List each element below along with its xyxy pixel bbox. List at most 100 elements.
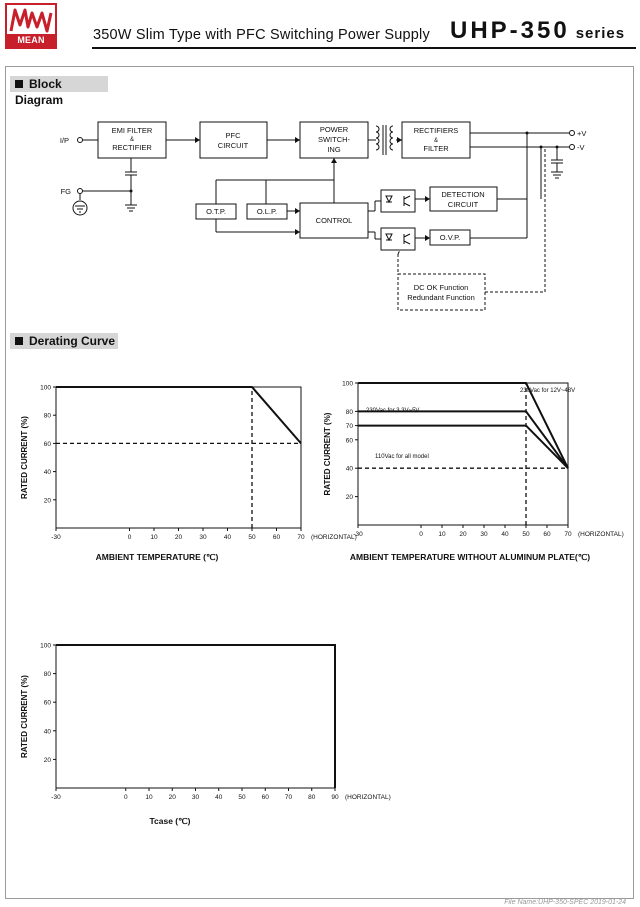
footer-filename: File Name:UHP-350-SPEC 2019-01-24 [504,899,626,906]
y-axis-label: RATED CURRENT (%) [20,416,29,499]
y-tick-label: 100 [342,381,353,388]
series-line [56,644,336,788]
x-tick-label: 10 [438,531,446,538]
x-tick-label: 40 [501,531,509,538]
vminus-terminal [569,144,575,150]
x-tick-label: 20 [459,531,467,538]
y-tick-label: 80 [44,413,52,420]
x-tick-label: 30 [192,794,200,801]
derating-title: Derating Curve [29,334,116,348]
x-tick-label: 80 [308,794,316,801]
model-title: UHP-350 series [450,17,625,45]
x-axis-label: AMBIENT TEMPERATURE (℃) [96,552,219,562]
olp-label: O.L.P. [257,207,277,216]
earth-ground-icon [72,200,88,216]
dc-ok-label-2: Redundant Function [407,293,475,302]
det-label-2: CIRCUIT [448,200,479,209]
series-line [358,410,569,469]
x-tick-label: 40 [215,794,223,801]
x-tick-label: 10 [145,794,153,801]
emi-label-2: & [130,137,134,143]
x-tick-label: 30 [480,531,488,538]
x-tick-label: 30 [199,534,207,541]
x-tick-label: 0 [419,531,423,538]
x-tick-label: 50 [238,794,246,801]
transformer-primary [375,125,380,151]
y-tick-label: 40 [44,728,52,735]
y-tick-label: 40 [44,469,52,476]
x-axis-label: AMBIENT TEMPERATURE WITHOUT ALUMINUM PLA… [350,552,590,562]
section-bullet-icon [15,80,23,88]
pfc-label-2: CIRCUIT [218,141,249,150]
emi-label-1: EMI FILTER [112,126,153,135]
page-subtitle: 350W Slim Type with PFC Switching Power … [93,27,430,43]
y-tick-label: 80 [346,409,354,416]
ps-label-3: ING [327,145,341,154]
y-axis-label: RATED CURRENT (%) [20,675,29,758]
ovp-label: O.V.P. [440,233,460,242]
series-label: 110Vac for all model [375,454,429,460]
y-tick-label: 40 [346,466,354,473]
x-tick-label: 50 [522,531,530,538]
x-tick-label: 70 [564,531,572,538]
fg-label: FG [61,187,72,196]
x-tick-label: 60 [262,794,270,801]
y-tick-label: 20 [44,757,52,764]
x-tick-label: 90 [331,794,339,801]
x-axis-note: (HORIZONTAL) [311,534,357,541]
series-line [358,382,569,469]
brand-logo: MEAN WELL [5,3,57,58]
mw-logo-icon [9,8,53,33]
y-tick-label: 80 [44,671,52,678]
series-label: 230Vac for 12V~48V [520,388,575,394]
x-tick-label: 10 [150,534,158,541]
block-diagram-title: Block Diagram [15,77,64,107]
x-tick-label: 0 [128,534,132,541]
vminus-label: -V [577,143,585,152]
y-tick-label: 70 [346,423,354,430]
x-tick-label: -30 [51,794,61,801]
y-tick-label: 60 [44,700,52,707]
x-axis-label: Tcase (℃) [149,816,190,826]
y-tick-label: 100 [40,643,51,650]
model-name: UHP-350 [450,17,570,44]
x-tick-label: 20 [169,794,177,801]
det-label-1: DETECTION [441,190,484,199]
x-tick-label: 20 [175,534,183,541]
y-tick-label: 60 [44,441,52,448]
vplus-label: +V [577,129,586,138]
spec-panel [5,66,634,899]
plot-frame [55,644,336,789]
series-label: series [575,25,626,42]
block-diagram-heading: Block Diagram [10,76,108,107]
y-tick-label: 60 [346,437,354,444]
dc-ok-label-1: DC OK Function [414,283,469,292]
ip-label: I/P [60,136,69,145]
x-tick-label: -30 [51,534,61,541]
series-line [358,424,569,469]
x-tick-label: 0 [124,794,128,801]
y-tick-label: 20 [44,497,52,504]
x-tick-label: -30 [353,531,363,538]
otp-label: O.T.P. [206,207,226,216]
y-tick-label: 20 [346,494,354,501]
vplus-terminal [569,130,575,136]
x-tick-label: 50 [248,534,256,541]
x-tick-label: 70 [285,794,293,801]
x-tick-label: 60 [273,534,281,541]
y-tick-label: 100 [40,385,51,392]
ps-label-1: POWER [320,125,349,134]
emi-label-3: RECTIFIER [112,143,152,152]
derating-heading: Derating Curve [10,333,118,349]
rf-label-1: RECTIFIERS [414,126,459,135]
series-label: 230Vac for 3.3V~5V [366,408,419,414]
ps-label-2: SWITCH- [318,135,351,144]
control-label: CONTROL [316,216,353,225]
brand-name: MEAN WELL [7,34,55,58]
rf-label-2: & [434,138,438,144]
header-rule [92,47,636,49]
header: MEAN WELL 350W Slim Type with PFC Switch… [0,0,640,58]
